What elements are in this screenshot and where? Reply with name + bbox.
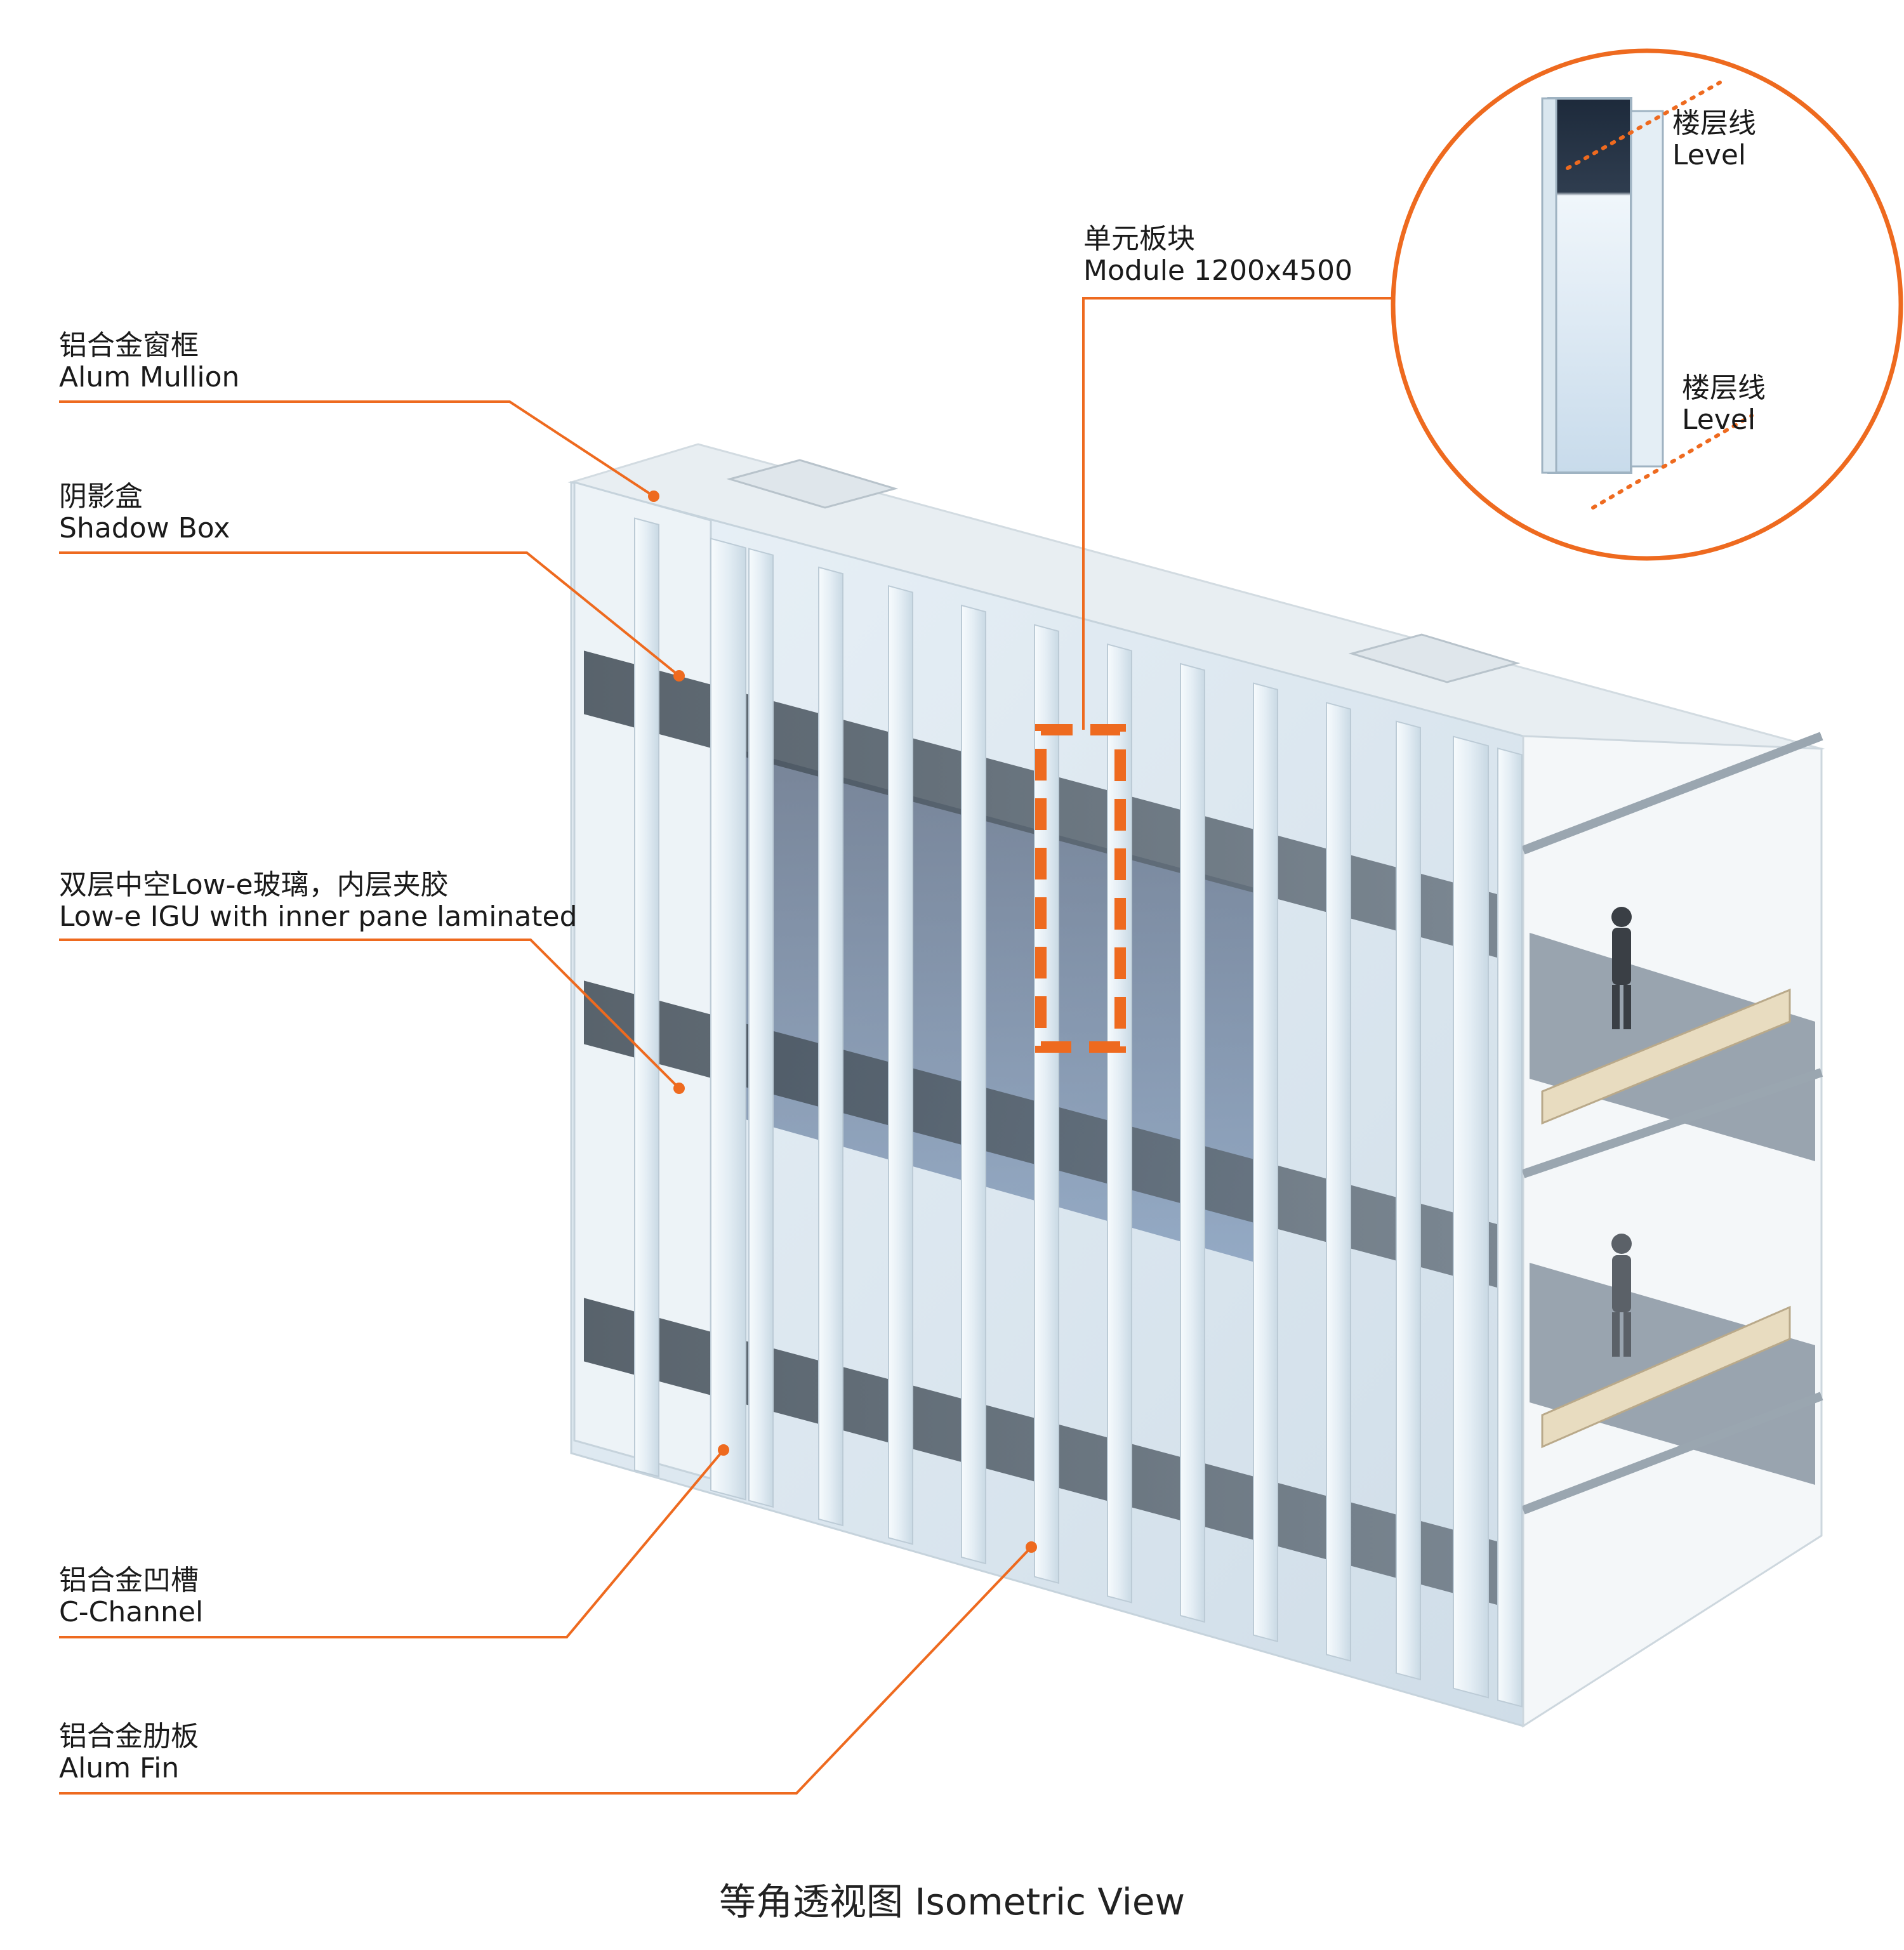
label-level-bottom-en: Level — [1682, 404, 1756, 436]
label-shadow-box: 阴影盒 Shadow Box — [59, 481, 230, 544]
alum-fin — [1326, 702, 1351, 1662]
leader-dots — [648, 491, 1037, 1553]
alum-fins — [634, 517, 1523, 1708]
person-figure-upper — [1611, 907, 1632, 1029]
level-line-bottom — [1591, 414, 1754, 510]
diagram-caption: 等角透视图 Isometric View — [718, 1880, 1186, 1923]
label-c-channel: 铝合金凹槽 C-Channel — [59, 1565, 203, 1628]
label-alum-fin: 铝合金肋板 Alum Fin — [59, 1721, 199, 1784]
label-alum-mullion-zh: 铝合金窗框 — [59, 329, 199, 362]
cutaway-slab-edges — [1521, 732, 1823, 1515]
detail-mullion-left — [1541, 97, 1557, 474]
leader-module — [1082, 297, 1393, 730]
label-c-channel-zh: 铝合金凹槽 — [59, 1564, 199, 1597]
label-level-top: 楼层线 Level — [1672, 108, 1756, 171]
alum-fin — [1107, 643, 1132, 1604]
alum-fin — [1497, 748, 1523, 1708]
alum-fin — [748, 548, 774, 1508]
alum-fin — [1180, 662, 1205, 1623]
leader-shadow-box — [59, 551, 680, 677]
label-level-bottom-zh: 楼层线 — [1682, 372, 1766, 404]
module-detail-inset — [1391, 48, 1903, 561]
label-level-bottom: 楼层线 Level — [1682, 372, 1766, 436]
label-alum-fin-zh: 铝合金肋板 — [59, 1720, 199, 1753]
leader-alum-mullion — [59, 400, 655, 497]
label-module-en: Module 1200x4500 — [1083, 254, 1352, 287]
level-line-top — [1566, 81, 1722, 170]
label-igu-en: Low-e IGU with inner pane laminated — [59, 900, 578, 933]
leader-alum-fin — [59, 1546, 1033, 1795]
label-shadow-box-en: Shadow Box — [59, 512, 230, 544]
alum-fin — [1396, 720, 1421, 1681]
label-level-top-en: Level — [1672, 139, 1747, 171]
label-alum-mullion: 铝合金窗框 Alum Mullion — [59, 330, 239, 393]
alum-fin — [1453, 735, 1489, 1699]
alum-fin — [1253, 682, 1278, 1643]
label-alum-fin-en: Alum Fin — [59, 1752, 180, 1784]
alum-fin — [961, 604, 986, 1565]
alum-fin — [710, 537, 746, 1501]
roof-box-left — [726, 459, 899, 509]
detail-mullion-right — [1630, 110, 1664, 468]
leader-c-channel — [59, 1449, 725, 1638]
roof-box-right — [1348, 633, 1521, 683]
label-alum-mullion-en: Alum Mullion — [59, 361, 240, 393]
cutaway-side — [1522, 735, 1823, 1728]
label-igu-zh: 双层中空Low-e玻璃，内层夹胶 — [59, 869, 449, 901]
alum-fin — [818, 566, 843, 1527]
alum-fin — [634, 517, 659, 1478]
leader-igu — [59, 939, 680, 1090]
label-c-channel-en: C-Channel — [59, 1596, 204, 1628]
label-module-zh: 单元板块 — [1083, 223, 1195, 255]
label-level-top-zh: 楼层线 — [1672, 107, 1756, 140]
label-shadow-box-zh: 阴影盒 — [59, 480, 143, 513]
desk-upper — [1541, 988, 1791, 1125]
leader-lines — [59, 297, 1393, 1795]
label-igu: 双层中空Low-e玻璃，内层夹胶 Low-e IGU with inner pa… — [59, 869, 578, 933]
person-figure-lower — [1611, 1234, 1632, 1357]
detail-module-panel — [1547, 97, 1632, 474]
desk-lower — [1541, 1305, 1791, 1449]
alum-fin — [888, 585, 913, 1545]
label-module: 单元板块 Module 1200x4500 — [1083, 223, 1352, 287]
